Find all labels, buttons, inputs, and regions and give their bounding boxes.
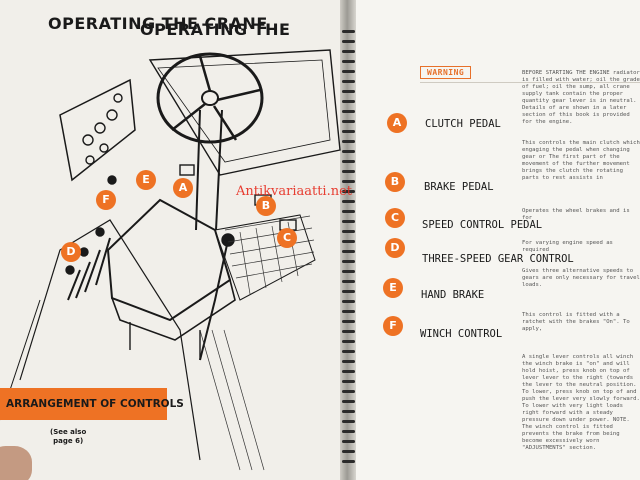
binding-ring [342,210,355,213]
arrangement-banner [0,388,167,420]
binding-ring [342,390,355,393]
binding-ring [342,110,355,113]
binding-ring [342,300,355,303]
warning-text: BEFORE STARTING THE ENGINE radiator is f… [522,70,640,125]
binding-ring [342,260,355,263]
binding-ring [342,450,355,453]
binding-ring [342,180,355,183]
diagram-label-c: C [277,228,297,248]
binding-ring [342,150,355,153]
binding-ring [342,130,355,133]
control-text-winch: A single lever controls all winch the wi… [522,354,640,451]
binding-ring [342,140,355,143]
diagram-label-b: B [256,196,276,216]
binding-ring [342,120,355,123]
watermark-text: Antikvariaatti.net [236,184,353,199]
binding-ring [342,410,355,413]
binding-ring [342,200,355,203]
control-label-speed-control-pedal: SPEED CONTROL PEDAL [422,219,543,231]
control-text-gear: Gives three alternative speeds to gears … [522,268,640,288]
control-label-hand-brake: HAND BRAKE [421,289,485,301]
see-also-note: (See also page 6) [50,428,86,446]
control-text-hand-brake: This control is fitted with a ratchet wi… [522,312,630,332]
control-text-speed: For varying engine speed as required [522,240,613,253]
control-label-winch-control: WINCH CONTROL [420,328,503,340]
binding-ring [342,70,355,73]
control-badge-b: B [385,172,405,192]
binding-ring [342,50,355,53]
arrangement-banner-text: ARRANGEMENT OF CONTROLS [6,398,184,410]
warning-divider [420,82,640,83]
control-badge-f: F [383,316,403,336]
binding-ring [342,360,355,363]
diagram-label-e: E [136,170,156,190]
binding-ring [342,250,355,253]
driver-seat [106,198,232,322]
control-label-brake-pedal: BRAKE PEDAL [424,181,494,193]
binding-ring [342,170,355,173]
control-badge-a: A [387,113,407,133]
spiral-binding [342,30,356,470]
see-also-line-1: (See also [50,428,87,436]
diagram-label-a: A [173,178,193,198]
left-page-title: OPERATING THE CRANE [48,14,268,33]
diagram-label-f: F [96,190,116,210]
right-page-title: OPERATING THE [140,20,291,39]
binding-ring [342,290,355,293]
control-label-clutch-pedal: CLUTCH PEDAL [425,118,501,130]
control-label-three-speed-gear: THREE-SPEED GEAR CONTROL [422,253,574,265]
control-text-brake: Operates the wheel brakes and is for [522,208,630,221]
cab-window-frame [148,49,341,176]
instrument-panel [59,78,136,182]
diagram-label-d: D [61,242,81,262]
binding-ring [342,270,355,273]
see-also-line-2: page 6) [53,437,84,445]
binding-ring [342,380,355,383]
binding-ring [342,370,355,373]
control-badge-d: D [385,238,405,258]
warning-badge: WARNING [420,66,472,79]
binding-ring [342,400,355,403]
binding-ring [342,40,355,43]
binding-ring [342,230,355,233]
binding-ring [342,30,355,33]
binding-ring [342,330,355,333]
binding-ring [342,100,355,103]
control-text-clutch: This controls the main clutch which enga… [522,140,640,181]
binding-ring [342,80,355,83]
control-badge-e: E [383,278,403,298]
binding-ring [342,430,355,433]
binding-ring [342,220,355,223]
binding-ring [342,160,355,163]
thumb [0,446,32,480]
binding-ring [342,350,355,353]
binding-ring [342,320,355,323]
binding-ring [342,190,355,193]
binding-ring [342,310,355,313]
binding-ring [342,340,355,343]
binding-ring [342,280,355,283]
binding-ring [342,460,355,463]
binding-ring [342,440,355,443]
binding-ring [342,60,355,63]
binding-ring [342,240,355,243]
binding-ring [342,420,355,423]
steering-wheel [156,52,264,144]
binding-ring [342,90,355,93]
control-badge-c: C [385,208,405,228]
